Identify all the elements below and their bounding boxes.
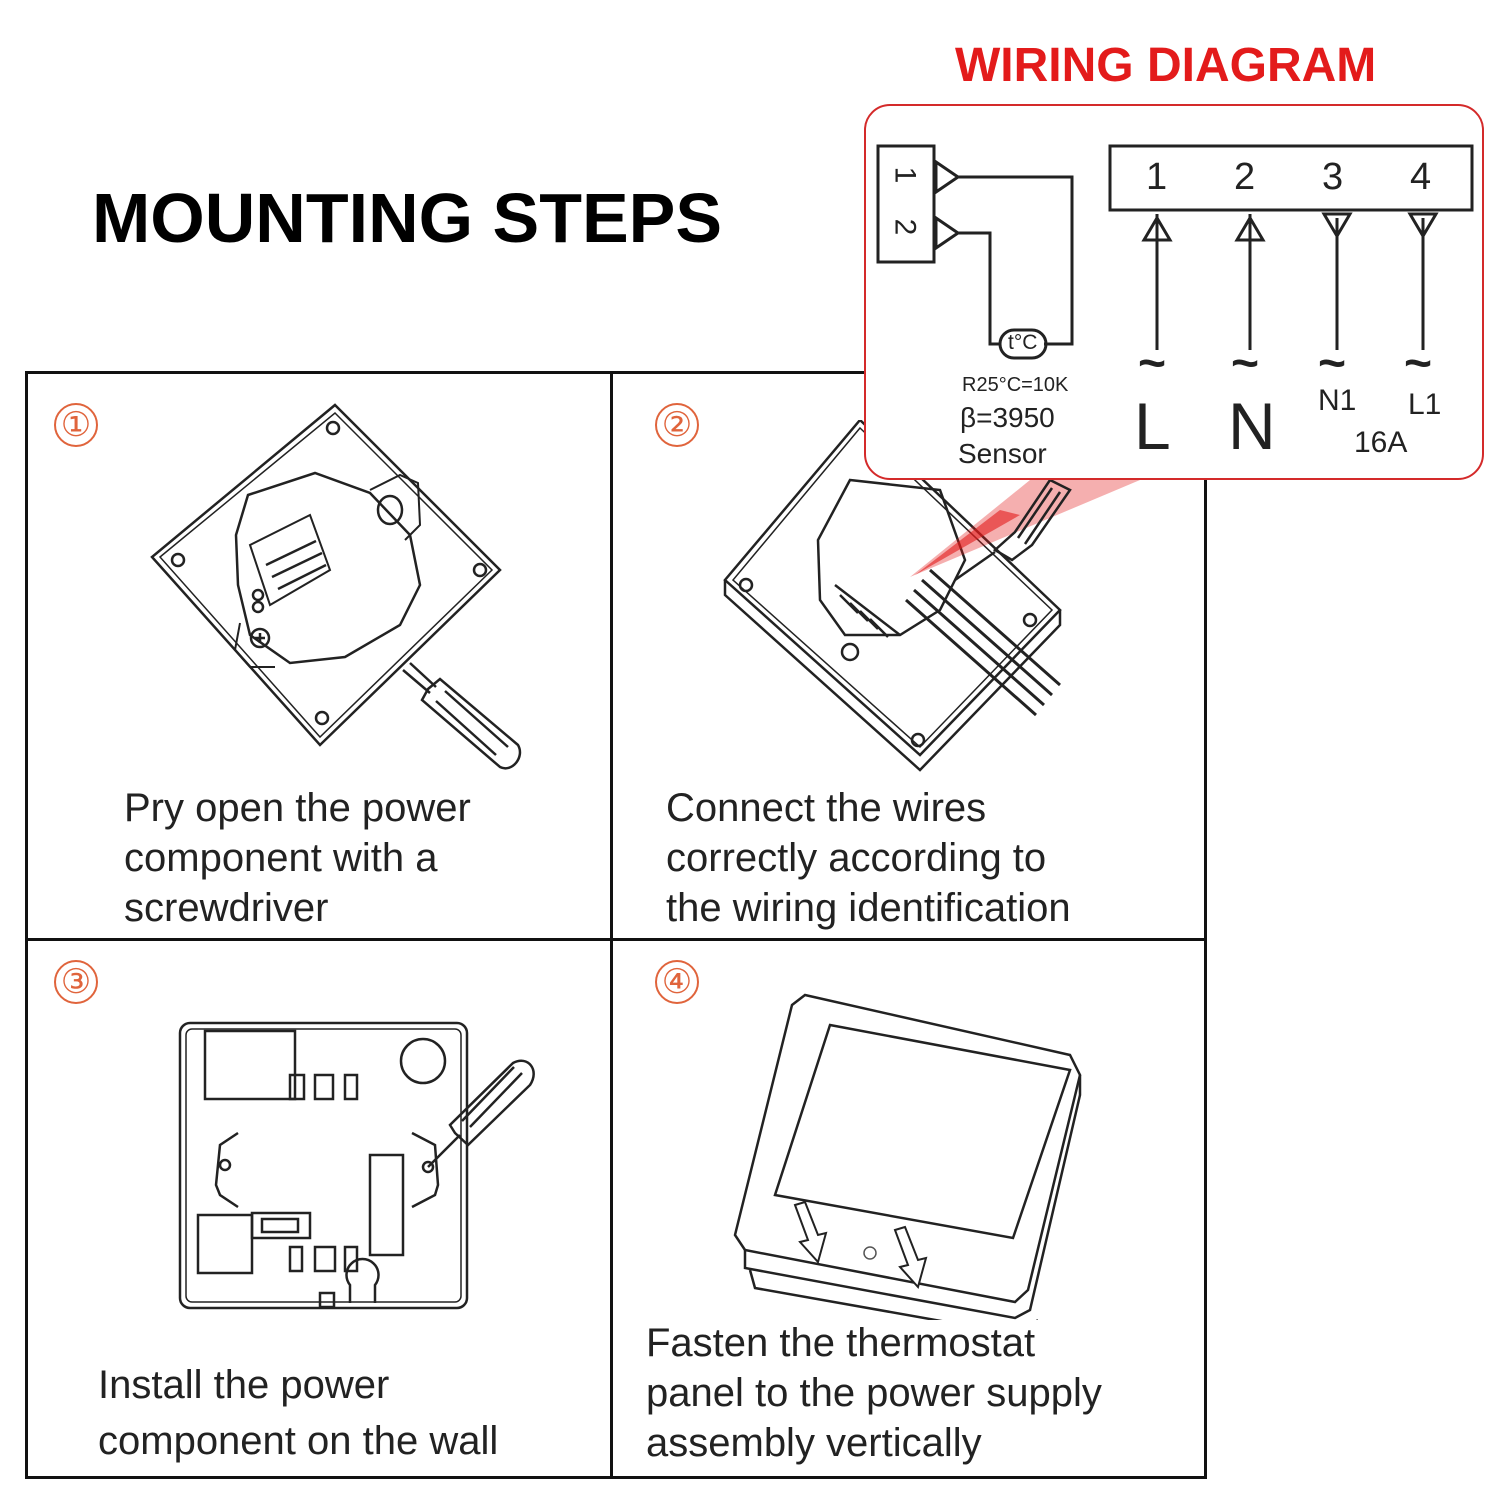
label-L1: L1 <box>1408 388 1442 421</box>
wiring-diagram: 1 2 t°C R25°C=10K β=3950 Sensor 1 2 3 4 … <box>864 104 1484 480</box>
screwdriver-icon <box>427 1059 535 1168</box>
ac-symbol-L: ~ <box>1138 337 1167 390</box>
ac-symbol-N: ~ <box>1231 337 1260 390</box>
output-arrow-N1 <box>1321 212 1353 239</box>
power-terminal-1: 1 <box>1146 156 1168 198</box>
power-terminal-block <box>1108 144 1474 212</box>
label-L: L <box>1134 389 1171 463</box>
step-1-number: ① <box>54 403 98 447</box>
step-2-caption-line: Connect the wires <box>666 786 987 830</box>
power-terminal-2: 2 <box>1234 156 1256 198</box>
step-2-caption-line: the wiring identification <box>666 886 1071 930</box>
wires-icon <box>905 568 1061 717</box>
step-4-caption-line: panel to the power supply <box>646 1371 1102 1415</box>
sensor-terminal-2: 2 <box>888 218 922 236</box>
screwdriver-icon <box>402 662 522 770</box>
step-2-number: ② <box>655 403 699 447</box>
thermistor-label: t°C <box>1008 331 1038 354</box>
grid-border-left <box>25 371 28 1479</box>
label-N: N <box>1228 389 1276 463</box>
input-arrow-L <box>1141 215 1173 242</box>
label-N1: N1 <box>1318 384 1357 417</box>
sensor-wire-2 <box>958 231 1000 346</box>
sensor-wire-1 <box>958 175 1074 346</box>
step-4-caption-line: Fasten the thermostat <box>646 1321 1036 1365</box>
grid-border-right <box>1204 371 1207 1479</box>
step-3-caption-line: Install the power <box>98 1363 390 1407</box>
step-3-number: ③ <box>54 960 98 1004</box>
screwdriver-icon <box>954 478 1072 582</box>
power-icon <box>863 1246 877 1260</box>
step-4-caption: Fasten the thermostat panel to the power… <box>646 1318 1102 1468</box>
sensor-terminal-1: 1 <box>888 166 922 184</box>
step-3-illustration <box>178 1021 535 1310</box>
sensor-spec-beta: β=3950 <box>960 402 1055 433</box>
step-1-caption-line: screwdriver <box>124 886 329 930</box>
step-2-caption: Connect the wires correctly according to… <box>666 783 1071 933</box>
wiring-diagram-title: WIRING DIAGRAM <box>955 39 1377 92</box>
grid-border-bottom <box>25 1476 1207 1479</box>
backplate-icon <box>150 403 502 747</box>
wall-plate-icon <box>178 1021 469 1310</box>
grid-divider-horizontal <box>25 938 1207 941</box>
output-arrow-L1 <box>1407 212 1439 239</box>
thermostat-panel-icon <box>733 993 1082 1320</box>
current-rating: 16A <box>1354 426 1408 459</box>
step-4-illustration <box>733 993 1082 1320</box>
ac-symbol-L1: ~ <box>1404 337 1433 390</box>
sensor-label: Sensor <box>958 438 1047 469</box>
power-terminal-3: 3 <box>1322 156 1344 198</box>
wiring-schematic <box>876 144 1474 360</box>
grid-divider-vertical <box>610 371 613 1479</box>
step-1-illustration <box>150 403 522 770</box>
step-3-caption-line: component on the wall <box>98 1419 499 1463</box>
step-4-number: ④ <box>655 960 699 1004</box>
sensor-connector-2 <box>934 215 961 251</box>
sensor-terminal-block <box>876 144 936 264</box>
input-arrow-N <box>1234 215 1266 242</box>
grid-border-top <box>25 371 1207 374</box>
power-terminal-4: 4 <box>1410 156 1432 198</box>
thermostat-back-icon <box>723 420 1062 772</box>
page-title: MOUNTING STEPS <box>92 179 723 257</box>
sensor-spec-resistance: R25°C=10K <box>962 374 1069 396</box>
step-4-caption-line: assembly vertically <box>646 1421 982 1465</box>
sensor-connector-1 <box>934 159 961 195</box>
step-2-illustration <box>723 420 1140 772</box>
step-2-caption-line: correctly according to <box>666 836 1047 880</box>
step-1-caption-line: component with a <box>124 836 438 880</box>
step-1-caption-line: Pry open the power <box>124 786 471 830</box>
step-1-caption: Pry open the power component with a scre… <box>124 783 471 933</box>
thermistor-symbol <box>998 328 1048 360</box>
ac-symbol-N1: ~ <box>1318 337 1347 390</box>
arrow-down-icon <box>793 1200 928 1290</box>
callout-beam-core <box>915 510 1020 575</box>
step-3-caption: Install the power component on the wall <box>98 1357 498 1469</box>
